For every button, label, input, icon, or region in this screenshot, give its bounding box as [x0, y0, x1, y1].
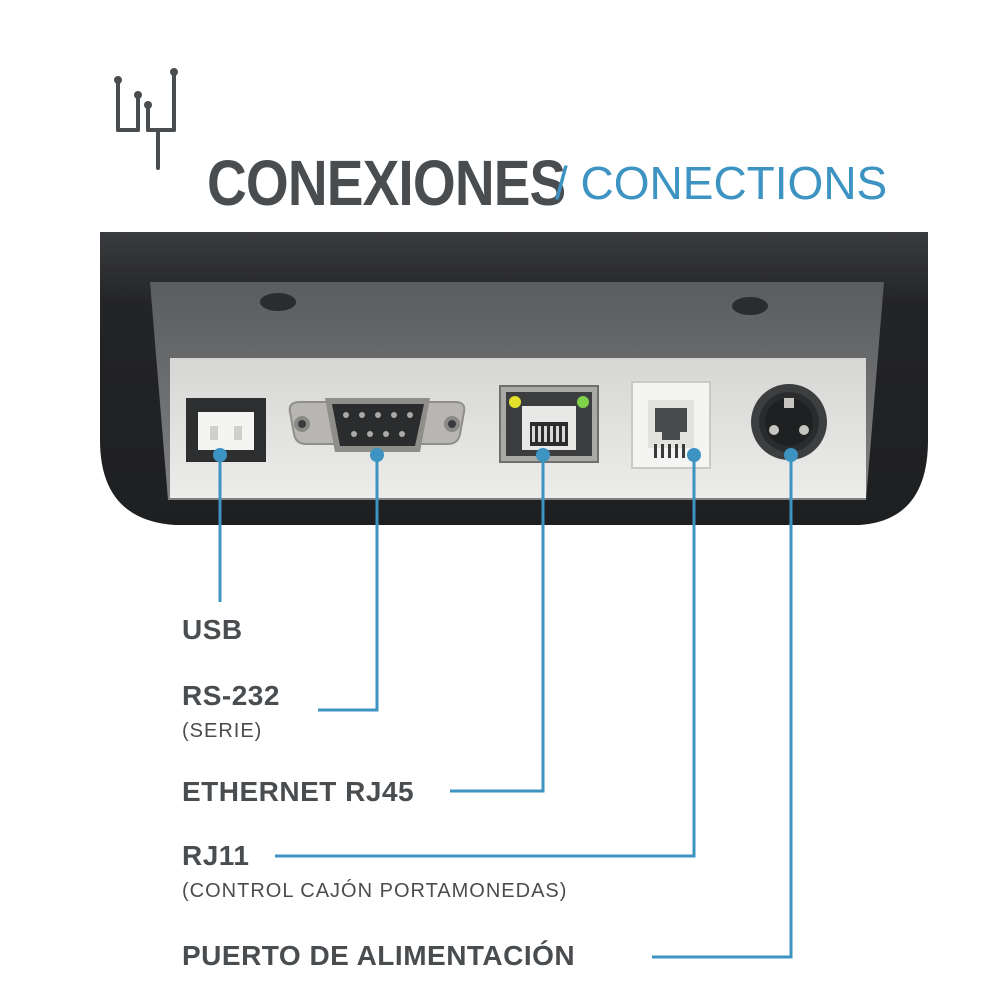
rj45-leader-dot — [536, 448, 550, 462]
rs232-leader-dot — [370, 448, 384, 462]
rs232-sublabel: (SERIE) — [182, 720, 263, 742]
rj11-sublabel: (CONTROL CAJÓN PORTAMONEDAS) — [182, 880, 568, 902]
usb-b-port-icon — [186, 398, 266, 462]
power-leader-dot — [784, 448, 798, 462]
db9-serial-port-icon — [288, 398, 466, 452]
page-subtitle: / CONECTIONS — [555, 157, 888, 209]
rs232-leader-line — [318, 455, 379, 712]
circuit-icon — [114, 68, 178, 170]
rj11-label: RJ11 — [182, 840, 250, 871]
page-title: CONEXIONES — [207, 147, 566, 219]
power-leader-line — [652, 455, 793, 959]
rs232-label: RS-232 — [182, 680, 280, 711]
rj45-leader-line — [450, 455, 545, 793]
rj11-leader-line — [275, 455, 696, 858]
din-power-port-icon — [751, 384, 827, 460]
ethernet-rj45-label: ETHERNET RJ45 — [182, 776, 415, 807]
usb-leader-dot — [213, 448, 227, 462]
rj11-leader-dot — [687, 448, 701, 462]
ethernet-rj45-port-icon — [499, 385, 599, 463]
leader-lines — [213, 448, 798, 959]
usb-label: USB — [182, 614, 243, 645]
header: CONEXIONES / CONECTIONS — [110, 68, 970, 219]
power-port-label: PUERTO DE ALIMENTACIÓN — [182, 940, 576, 971]
